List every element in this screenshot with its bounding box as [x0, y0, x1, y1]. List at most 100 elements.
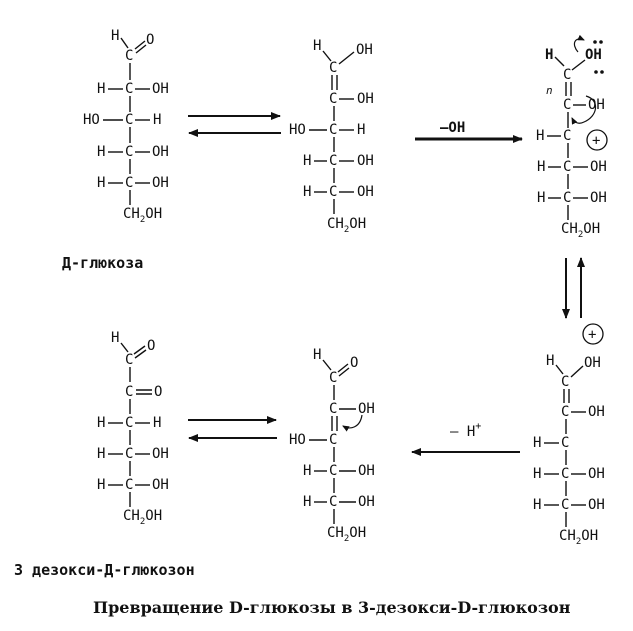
atom-c4: C — [329, 463, 337, 479]
atom-c5: C — [563, 190, 571, 206]
atom-h: H — [97, 144, 105, 160]
atom-h: H — [97, 175, 105, 191]
atom-c4: C — [561, 466, 569, 482]
atom-c5: C — [561, 497, 569, 513]
bond-double — [331, 75, 338, 90]
atom-ch2oh: CH2OH — [123, 508, 162, 527]
atom-c3: C — [329, 432, 337, 448]
atom-c5: C — [329, 184, 337, 200]
atom-h: H — [97, 446, 105, 462]
atom-h-aldehyde: H — [111, 28, 119, 44]
atom-ch2oh: CH2OH — [123, 206, 162, 225]
label-d-glucose: Д-глюкоза — [62, 254, 143, 272]
atom-h: H — [97, 477, 105, 493]
atom-h: H — [303, 494, 311, 510]
bond — [571, 59, 586, 71]
bond — [338, 51, 355, 65]
bond — [322, 50, 332, 62]
atom-oh: OH — [152, 81, 169, 97]
cation-charge — [582, 323, 604, 345]
atom-oh: OH — [358, 494, 375, 510]
atom-c2: C — [125, 81, 133, 97]
atom-c3: C — [563, 128, 571, 144]
atom-h: H — [533, 497, 541, 513]
lone-pair-dot — [600, 70, 604, 74]
structure-enol-intermediate: H C O C OH HO C H C OH H C OH CH2OH — [289, 347, 375, 544]
atom-oh: OH — [357, 184, 374, 200]
atom-h: H — [313, 38, 321, 54]
atom-o1: O — [350, 355, 358, 371]
atom-h: H — [97, 81, 105, 97]
curved-arrow — [573, 34, 585, 53]
atom-oh: OH — [358, 401, 375, 417]
atom-oh: OH — [585, 47, 602, 63]
atom-oh: OH — [588, 497, 605, 513]
atom-c5: C — [125, 477, 133, 493]
atom-h: H — [303, 184, 311, 200]
atom-c1: C — [125, 48, 133, 64]
bond — [120, 342, 129, 353]
bond-double — [331, 416, 338, 431]
atom-oh: OH — [357, 153, 374, 169]
label-3-deoxy-d-glucosone: 3 дезокси-Д-глюкозон — [14, 561, 195, 579]
atom-h: H — [533, 466, 541, 482]
lone-pair-dot — [594, 70, 598, 74]
atom-oh: OH — [152, 446, 169, 462]
lone-pair-dot — [593, 40, 597, 44]
bond-double — [133, 345, 147, 359]
reagent-proton: – H+ — [450, 421, 481, 440]
atom-c5: C — [125, 175, 133, 191]
atom-c5: C — [329, 494, 337, 510]
atom-c4: C — [563, 159, 571, 175]
atom-o1: O — [147, 338, 155, 354]
atom-oh: OH — [356, 42, 373, 58]
atom-ch2oh: CH2OH — [561, 221, 600, 240]
atom-oh: OH — [590, 190, 607, 206]
atom-oh: OH — [584, 355, 601, 371]
atom-h: H — [537, 159, 545, 175]
atom-c2: C — [125, 384, 133, 400]
atom-c4: C — [125, 144, 133, 160]
atom-c4: C — [329, 153, 337, 169]
atom-h: H — [313, 347, 321, 363]
atom-h: H — [533, 435, 541, 451]
atom-c2: C — [329, 91, 337, 107]
atom-oh: OH — [357, 91, 374, 107]
cation-charge — [586, 129, 608, 151]
atom-ch2oh: CH2OH — [327, 216, 366, 235]
bond — [554, 56, 565, 67]
atom-c1: C — [563, 67, 571, 83]
atom-o1: O — [146, 32, 154, 48]
bond — [120, 37, 129, 49]
atom-c2: C — [563, 97, 571, 113]
atom-h: H — [111, 330, 119, 346]
charge-plus: + — [588, 327, 596, 343]
atom-oh: OH — [588, 404, 605, 420]
atom-h: H — [545, 47, 553, 63]
structure-3-deoxyglucosone: H C O C O H C H H C OH H C OH CH2OH — [97, 330, 169, 527]
bond — [570, 365, 584, 378]
atom-ch2oh: CH2OH — [559, 528, 598, 547]
charge-plus: + — [592, 133, 600, 149]
atom-c1: C — [329, 60, 337, 76]
atom-c2: C — [329, 401, 337, 417]
bond-double — [563, 389, 570, 403]
atom-c3: C — [561, 435, 569, 451]
structure-carbocation-top: H C OH n C OH H C + H C OH H C OH C — [536, 34, 608, 240]
structure-d-glucose: H C O H C OH HO C H H C OH H C OH CH2OH — [83, 28, 169, 225]
atom-oh: OH — [588, 97, 605, 113]
atom-c1: C — [561, 374, 569, 390]
bond-double — [134, 40, 147, 54]
lone-pair-dot — [599, 40, 603, 44]
atom-o2: O — [154, 384, 162, 400]
atom-h: H — [303, 463, 311, 479]
atom-oh: OH — [152, 144, 169, 160]
atom-c1: C — [125, 352, 133, 368]
atom-oh: OH — [152, 175, 169, 191]
reagent-hydroxide: –OH — [440, 120, 465, 136]
atom-h: H — [357, 122, 365, 138]
structure-enediol: H C OH C OH HO C H H C OH H C OH CH2OH — [289, 38, 374, 235]
bond-double — [136, 389, 152, 395]
atom-ch2oh: CH2OH — [327, 525, 366, 544]
